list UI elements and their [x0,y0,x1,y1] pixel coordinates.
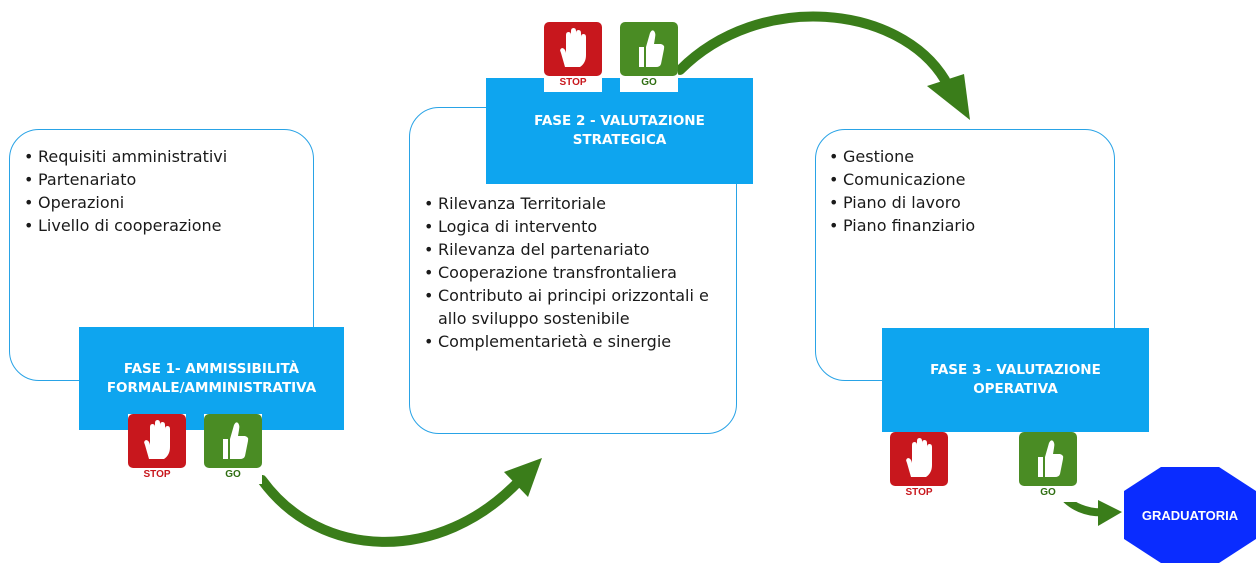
criterion-item: Gestione [829,145,1099,168]
flow-arrow-1-head [504,458,542,497]
phase-1-box: FASE 1- AMMISSIBILITÀ FORMALE/AMMINISTRA… [79,327,344,430]
thumbs-up-icon [1038,440,1064,477]
criterion-item: Piano finanziario [829,214,1099,237]
criterion-item: Cooperazione transfrontaliera [424,261,724,284]
phase-3-go-sign: GO [1019,432,1077,502]
flow-arrow-2 [675,11,950,85]
criterion-item: Livello di cooperazione [24,214,304,237]
go-label: GO [1040,487,1056,498]
phase-1-criteria-list: Requisiti amministrativi Partenariato Op… [24,145,304,237]
criterion-item: Complementarietà e sinergie [424,330,724,353]
graduatoria-label: GRADUATORIA [1141,507,1239,523]
go-label: GO [641,77,657,88]
stop-label: STOP [143,469,171,480]
open-hand-icon [560,28,586,67]
criterion-item: Requisiti amministrativi [24,145,304,168]
flow-arrow-1 [257,475,525,547]
phase-2-title: FASE 2 - VALUTAZIONE STRATEGICA [534,113,705,148]
phase-2-criteria-list: Rilevanza Territoriale Logica di interve… [424,192,724,353]
phase-2-go-sign: GO [620,22,678,92]
phase-2-box: FASE 2 - VALUTAZIONE STRATEGICA [486,78,753,184]
thumbs-up-icon [639,30,665,67]
phase-3-box: FASE 3 - VALUTAZIONE OPERATIVA [882,328,1149,432]
phase-1-go-sign: GO [204,414,262,484]
criterion-item: Logica di intervento [424,215,724,238]
stop-label: STOP [559,77,587,88]
phase-1-title: FASE 1- AMMISSIBILITÀ FORMALE/AMMINISTRA… [106,360,317,396]
phase-3-title: FASE 3 - VALUTAZIONE OPERATIVA [930,362,1101,397]
go-label: GO [225,469,241,480]
criterion-item: Operazioni [24,191,304,214]
phase-3-stop-sign: STOP [890,432,948,502]
open-hand-icon [906,438,932,477]
criterion-item: Piano di lavoro [829,191,1099,214]
phase-1-stop-sign: STOP [128,414,186,484]
criterion-item: Contributo ai principi orizzontali e all… [424,284,724,330]
criterion-item: Rilevanza del partenariato [424,238,724,261]
phase-3-criteria-list: Gestione Comunicazione Piano di lavoro P… [829,145,1099,237]
criterion-item: Partenariato [24,168,304,191]
thumbs-up-icon [223,422,249,459]
flow-arrow-3-head [1098,500,1122,526]
phase-2-stop-sign: STOP [544,22,602,92]
criterion-item: Comunicazione [829,168,1099,191]
open-hand-icon [144,420,170,459]
criterion-item: Rilevanza Territoriale [424,192,724,215]
stop-label: STOP [905,487,933,498]
flow-arrow-2-head [927,74,970,120]
graduatoria-badge: GRADUATORIA [1124,467,1256,563]
